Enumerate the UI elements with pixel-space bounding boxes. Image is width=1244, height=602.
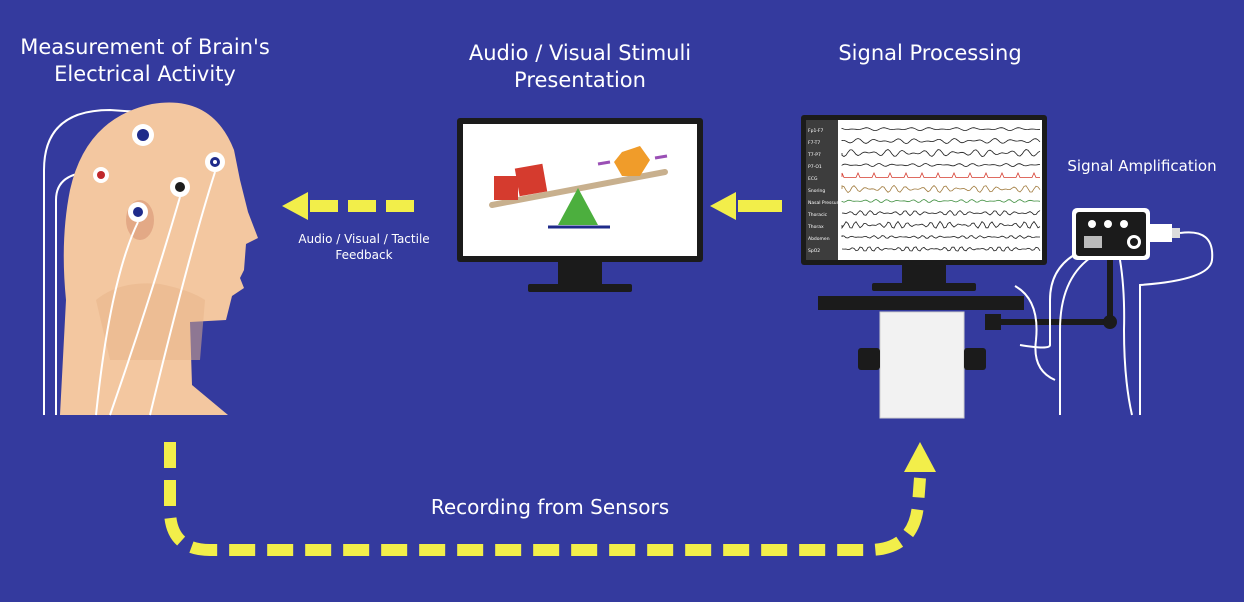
- stimuli-monitor: [457, 118, 703, 292]
- channel-label: T7-P7: [807, 152, 821, 158]
- channel-label: Thorax: [807, 224, 824, 230]
- feedback-arrow: [282, 192, 414, 220]
- brain-label-line-2: Electrical Activity: [54, 62, 236, 87]
- signal-processing-label: Signal Processing: [838, 41, 1022, 65]
- eeg-trace: [841, 127, 1041, 132]
- electrode-temporal: [128, 202, 148, 222]
- signal-amplification-label: Signal Amplification: [1067, 157, 1217, 175]
- eeg-trace: [841, 198, 1041, 204]
- feedback-label-line-2: Feedback: [335, 247, 393, 262]
- eeg-trace: [841, 246, 1041, 252]
- channel-label: Nasal Pressure: [808, 200, 841, 206]
- channel-label: Abdomen: [808, 236, 830, 242]
- channel-label: Fp1-F7: [808, 128, 824, 134]
- channel-label: Thoracic: [807, 212, 828, 218]
- eeg-trace: [841, 138, 1041, 145]
- human-head-illustration: [43, 102, 258, 416]
- channel-label: F7-T7: [808, 140, 820, 146]
- stimuli-presentation-label: Audio / Visual Stimuli Presentation: [430, 40, 730, 95]
- recording-arrow: [164, 442, 936, 556]
- stimuli-label-line-2: Presentation: [514, 68, 646, 93]
- processing-to-stimuli-arrow: [710, 192, 782, 220]
- feedback-label: Audio / Visual / Tactile Feedback: [268, 232, 460, 263]
- eeg-trace: [841, 172, 1040, 178]
- eeg-trace: [841, 209, 1041, 217]
- channel-label: SpO2: [808, 248, 820, 254]
- eeg-waveforms: [841, 127, 1041, 252]
- electrode-back-red: [93, 167, 109, 183]
- eeg-trace: [841, 163, 1041, 168]
- channel-label: P7-O1: [808, 164, 822, 170]
- channel-label: ECG: [808, 176, 818, 182]
- brain-label-line-1: Measurement of Brain's: [20, 35, 270, 59]
- feedback-label-line-1: Audio / Visual / Tactile: [298, 232, 430, 246]
- recording-label: Recording from Sensors: [430, 495, 670, 519]
- channel-label: Snoring: [808, 188, 825, 194]
- brain-measurement-label: Measurement of Brain's Electrical Activi…: [0, 34, 290, 89]
- electrode-top: [132, 124, 154, 146]
- eeg-trace: [841, 220, 1041, 230]
- signal-amplifier-device: [1019, 208, 1214, 416]
- electrode-front: [205, 152, 225, 172]
- electrode-center: [170, 177, 190, 197]
- eeg-channel-labels: Fp1-F7 F7-T7 T7-P7 P7-O1 ECG Snoring Nas…: [807, 128, 841, 254]
- eeg-trace: [841, 235, 1040, 239]
- eeg-trace: [841, 184, 1041, 194]
- eeg-trace: [841, 149, 1041, 157]
- seesaw-illustration: [489, 146, 668, 229]
- stimuli-label-line-1: Audio / Visual Stimuli: [468, 41, 692, 65]
